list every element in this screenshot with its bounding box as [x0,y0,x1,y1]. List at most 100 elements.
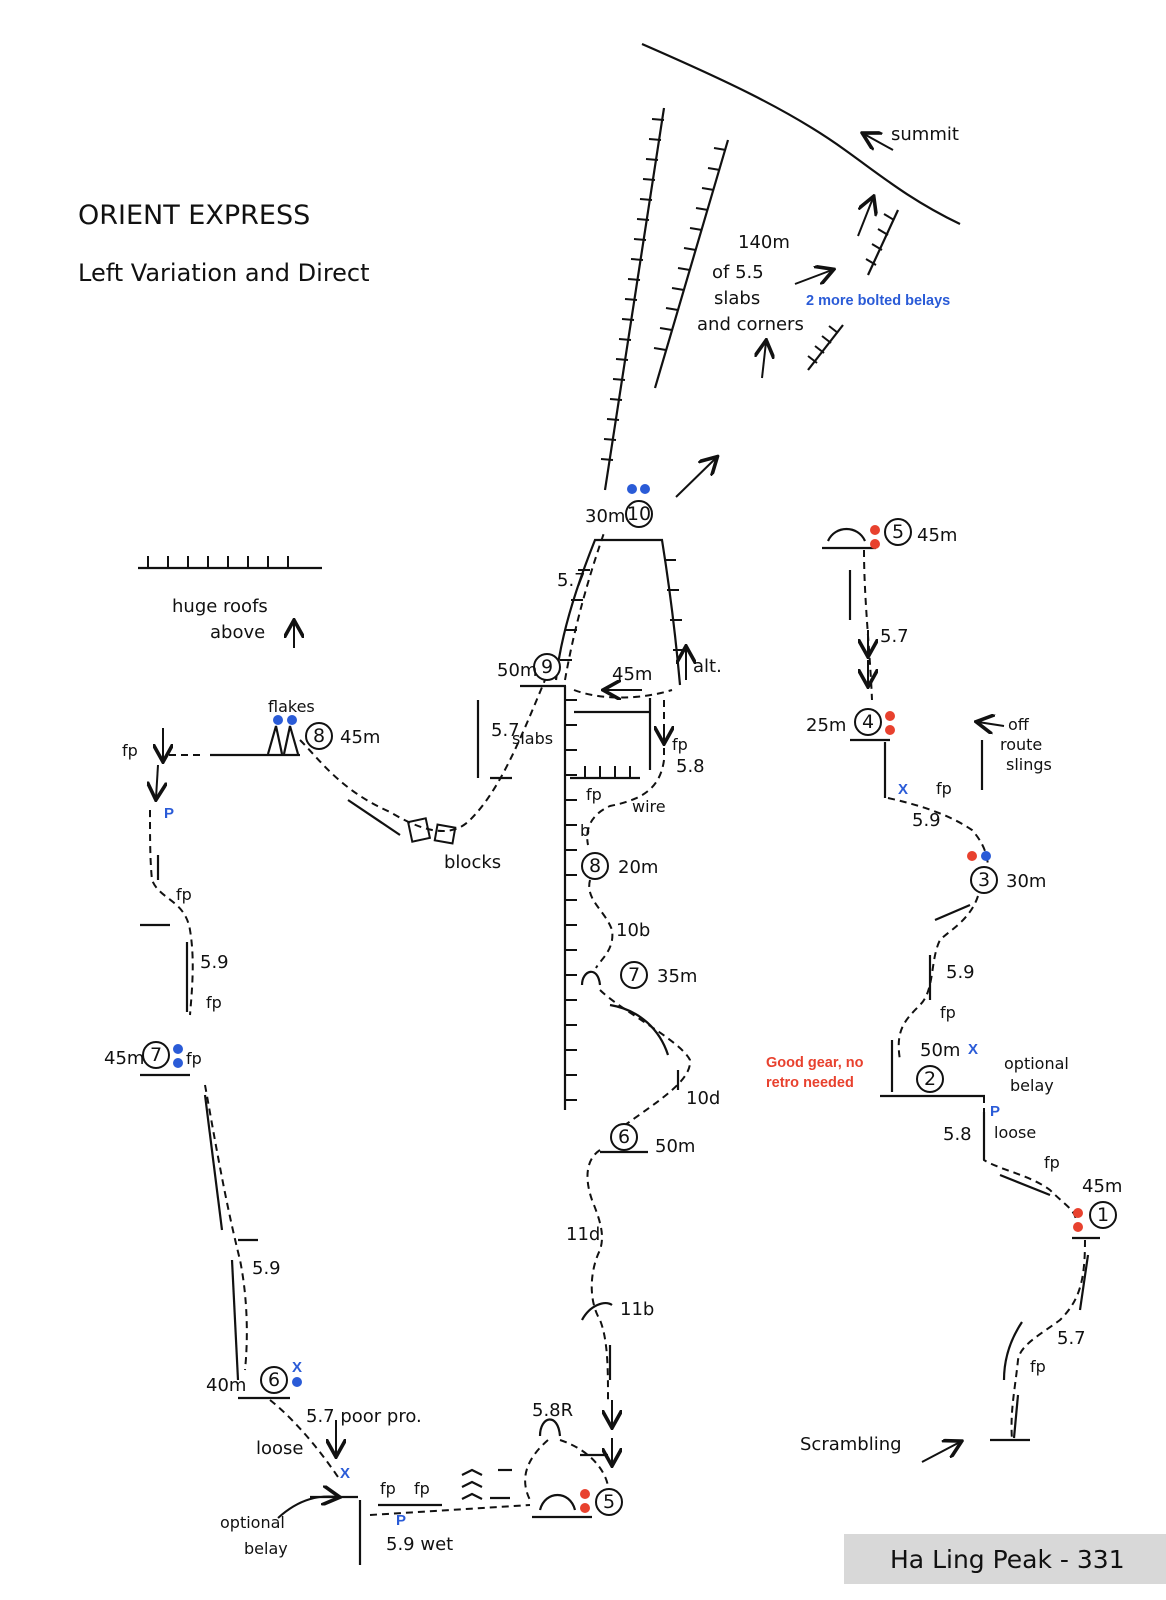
route-pitch-1-right [1010,1239,1086,1441]
optional-belay-right-2: belay [1010,1076,1054,1095]
belay-9-length: 50m [497,660,537,681]
belay-8l-number: 8 [313,725,325,747]
route-pitch-2-right [983,1096,1077,1221]
route-pitch-4-right [887,797,989,881]
bolt-x-marker: X [898,781,908,798]
belay-7-left: 7 45m fp [104,1041,202,1077]
bolt-blue [173,1044,183,1054]
grade-5-9-left-2: 5.9 [252,1258,281,1279]
grade-5-8R: 5.8R [532,1400,573,1421]
belay-4r-length: 25m [806,715,846,736]
upper-note-length: 140m [738,232,790,253]
bolt-blue [627,484,637,494]
small-wall [1078,1254,1090,1311]
route-traverse-45m [573,689,673,699]
optional-belay-label-2: belay [244,1539,288,1558]
piton-marker: P [164,805,174,822]
route-5-8R-variant [524,1439,609,1501]
belay-8c-number: 8 [589,855,601,877]
flakes-label: flakes [268,697,315,716]
grade-11d: 11d [566,1224,600,1245]
belay-10: 10 30m [585,484,653,528]
loose-right-label: loose [994,1123,1036,1142]
upper-small-wall-right [865,209,899,276]
belay-2r-length: 50m [920,1040,960,1061]
upper-main-wall [600,107,666,491]
bolt-blue [173,1058,183,1068]
fp-marker: fp [414,1479,430,1498]
optional-belay-label: optional [220,1513,285,1532]
grade-5-8-central: 5.8 [676,756,705,777]
belay-6l-number: 6 [268,1369,280,1391]
fp-marker: fp [936,779,952,798]
route-pitch-8-central [588,879,614,969]
grade-5-9-right-3: 5.9 [946,962,975,983]
bolt-red [870,539,880,549]
bolt-red [580,1503,590,1513]
poor-pro-label: 5.7 poor pro. [306,1406,422,1427]
grade-5-7-right-5: 5.7 [880,626,909,647]
bolt-blue [292,1377,302,1387]
upper-arrow-4 [675,458,716,498]
huge-roofs-above-label: above [210,622,265,643]
belay-2r-number: 2 [924,1068,936,1090]
traverse-length: 45m [612,664,652,685]
grade-slabs: 5.7 [491,720,520,741]
off-route-label-2: route [1000,735,1042,754]
route-pitch-5-left [269,1399,341,1481]
page-footer: Ha Ling Peak - 331 [890,1545,1125,1574]
fp-marker: fp [586,785,602,804]
bolt-blue [981,851,991,861]
scrambling-arrow [921,1442,960,1463]
off-route-label: off [1008,715,1030,734]
optional-belay-arrow [277,1496,338,1519]
bolt-blue [273,715,283,725]
route-pitch-10 [564,529,606,681]
bolt-red [1073,1208,1083,1218]
belay-5r-length: 45m [917,525,957,546]
upper-small-wall-low [807,324,844,371]
bolt-red [580,1489,590,1499]
belay-1r-number: 1 [1097,1204,1109,1226]
off-route-arrow [978,722,1005,726]
wire-label: wire [632,797,666,816]
small-wall [934,903,971,922]
fp-marker: fp [380,1479,396,1498]
route-left-upper [149,809,194,1016]
bolt-red [885,711,895,721]
belay-3r-number: 3 [978,869,990,891]
grade-5-9-left-1: 5.9 [200,952,229,973]
bolt-red [967,851,977,861]
wet-label: 5.9 wet [386,1534,453,1555]
belay-8-central: 8 20m [581,852,658,880]
bolt-red [885,725,895,735]
arrow-down [156,764,158,798]
roof-arc [609,1003,670,1056]
small-arc-wall [1002,1321,1023,1381]
belay-5r-number: 5 [892,521,904,543]
blocks-symbol [347,799,457,845]
left-long-wall [203,1094,258,1381]
grade-pitch-10: 5.7 [557,570,586,591]
alt-label: alt. [693,656,722,677]
fp-marker: fp [1030,1357,1046,1376]
more-belays-note: 2 more bolted belays [806,293,950,309]
belay-9-number: 9 [541,656,553,678]
off-route-label-3: slings [1006,755,1052,774]
bolt-red [870,525,880,535]
belay-4r-number: 4 [862,711,874,733]
piton-marker: P [396,1512,406,1529]
upper-note-corners: and corners [697,314,804,335]
route-pitch-8-left [299,679,546,833]
belay-10-number: 10 [627,503,651,525]
upper-note-grade: of 5.5 [712,262,764,283]
belay-7c-length: 35m [657,966,697,987]
belay-6l-length: 40m [206,1375,246,1396]
huge-roofs-label: huge roofs [172,596,268,617]
footer-box [844,1534,1166,1584]
bolt-x-marker: X [968,1041,978,1058]
small-wall [999,1173,1051,1197]
belay-5-right: 5 45m [822,518,957,550]
belay-2-right: 2 50m [880,1040,985,1098]
small-wall [1012,1394,1020,1439]
